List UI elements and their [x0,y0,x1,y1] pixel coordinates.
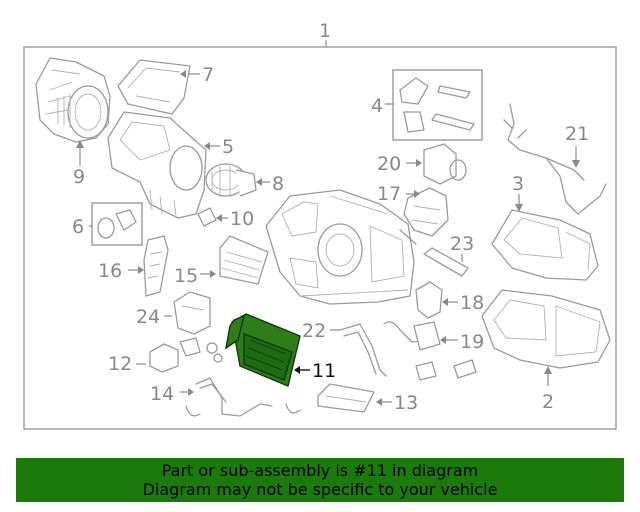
banner-line-part-number: Part or sub-assembly is #11 in diagram [161,461,479,480]
part-8-blower-motor [205,163,257,197]
callout-20: 20 [377,153,401,175]
callout-3: 3 [512,173,524,195]
callout-8: 8 [272,173,284,195]
part-9-blower-case [35,57,111,143]
callout-22: 22 [302,320,326,342]
callout-19: 19 [460,331,484,353]
part-2-heater-case [481,289,611,369]
callout-2: 2 [542,391,554,413]
part-11-evaporator-core [225,313,301,387]
callout-10: 10 [230,208,254,230]
callout-21: 21 [565,123,589,145]
part-24-actuator [173,291,211,335]
hvac-case-main [265,189,415,305]
part-18-sensor [415,281,443,319]
banner-line-disclaimer: Diagram may not be specific to your vehi… [142,480,498,499]
callout-16: 16 [98,260,122,282]
callout-18: 18 [460,292,484,314]
callout-24: 24 [136,306,160,328]
part-4-box [392,69,483,141]
callout-13: 13 [394,392,418,414]
callout-1: 1 [319,20,331,42]
part-17-linkage [399,187,449,245]
part-20-actuator-motor [423,143,467,185]
part-4-seals [399,77,475,133]
part-15-cabin-filter [219,235,269,285]
part-13-heater-core [317,383,375,413]
part-21-wiring-harness [503,103,607,215]
part-16-bracket [143,235,169,297]
callout-6: 6 [72,216,84,238]
diagram-frame [23,46,617,430]
part-22-hose [339,323,387,377]
part-19-duct [383,321,477,381]
part-23-strip [423,247,469,277]
callout-5: 5 [222,136,234,158]
callout-14: 14 [150,383,174,405]
parts-diagram: 1 9 7 5 8 6 [23,20,617,430]
callout-12: 12 [108,353,132,375]
callout-17: 17 [377,183,401,205]
vehicle-fitment-banner: Part or sub-assembly is #11 in diagram D… [16,458,624,502]
callout-4: 4 [371,95,383,117]
part-7-cover [117,59,191,115]
callout-9: 9 [73,166,85,188]
callout-7: 7 [202,64,214,86]
part-6-box [91,202,143,246]
part-6-resistor [97,209,137,239]
part-14-pipe [185,377,301,417]
part-10-clip [197,207,217,227]
callout-23: 23 [450,233,474,255]
part-12-block [149,337,223,373]
callout-15: 15 [174,265,198,287]
callout-11: 11 [312,360,336,382]
part-5-blower-housing [107,111,207,219]
part-3-distribution-case [491,209,599,281]
